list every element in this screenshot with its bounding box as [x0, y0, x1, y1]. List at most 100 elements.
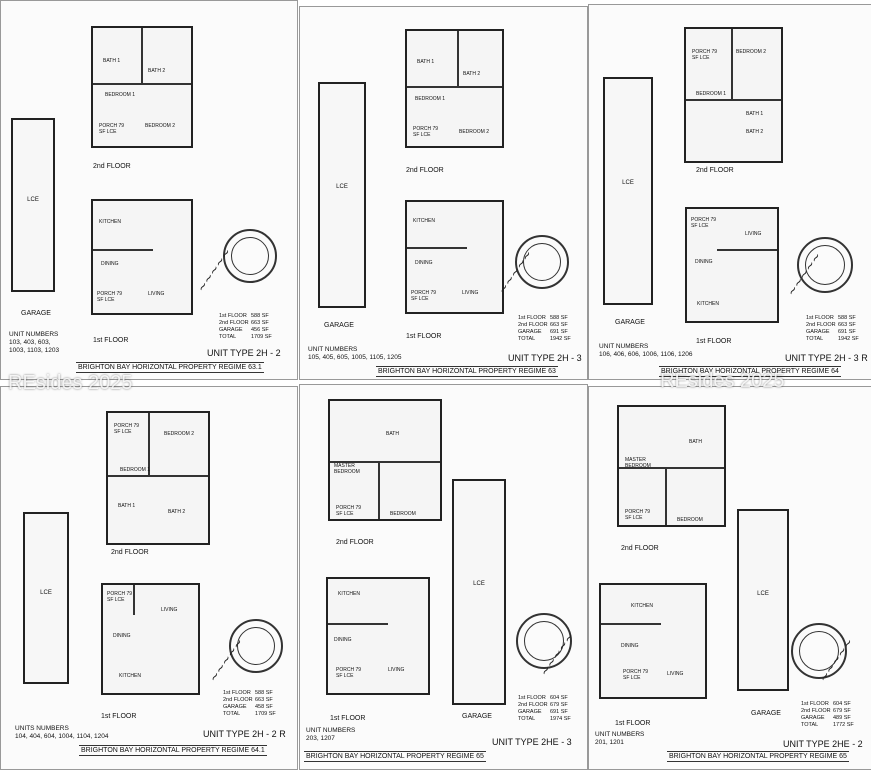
first-floor-label: 1st FLOOR [696, 338, 732, 345]
garage-label: GARAGE [462, 713, 492, 720]
room-bedroom-1: BEDROOM 1 [120, 467, 151, 473]
unit-numbers: UNIT NUMBERS 106, 406, 606, 1006, 1106, … [599, 343, 693, 359]
unit-numbers-list: 105, 405, 605, 1005, 1105, 1205 [308, 354, 402, 361]
room-dining: DINING [334, 637, 352, 643]
regime-title: BRIGHTON BAY HORIZONTAL PROPERTY REGIME … [76, 362, 264, 373]
first-floor-plan: KITCHEN DINING LIVING PORCH 79 SF LCE [91, 199, 193, 315]
architect-seal [223, 229, 277, 283]
room-bedroom: BEDROOM [677, 517, 703, 523]
room-bath-1: BATH 1 [746, 111, 764, 117]
garage-label: GARAGE [751, 710, 781, 717]
room-dining: DINING [113, 633, 131, 639]
unit-numbers-list: 203, 1207 [306, 735, 335, 742]
sheet-unit-2h-2r: PORCH 79 SF LCE BEDROOM 2 BEDROOM 1 BATH… [0, 386, 298, 770]
garage-lce-outline: LCE [603, 77, 653, 305]
first-floor-plan: PORCH 79 SF LCE LIVING DINING KITCHEN [685, 207, 779, 323]
room-bedroom-2: BEDROOM 2 [145, 123, 176, 129]
garage-lce-outline: LCE [737, 509, 789, 691]
room-bath-2: BATH 2 [168, 509, 186, 515]
room-kitchen: KITCHEN [338, 591, 360, 597]
unit-numbers: UNIT NUMBERS 203, 1207 [306, 727, 355, 743]
room-bath-2: BATH 2 [746, 129, 764, 135]
room-bath-1: BATH 1 [118, 503, 136, 509]
lce-label: LCE [336, 183, 348, 190]
unit-numbers: UNITS NUMBERS 104, 404, 604, 1004, 1104,… [15, 725, 109, 741]
room-kitchen: KITCHEN [697, 301, 719, 307]
room-living: LIVING [462, 290, 479, 296]
room-porch: PORCH 79 SF LCE [411, 290, 437, 302]
room-kitchen: KITCHEN [119, 673, 141, 679]
second-floor-plan: BEDROOM 1 BEDROOM 2 BATH 1 BATH 2 PORCH … [405, 29, 504, 148]
room-bedroom-1: BEDROOM 1 [696, 91, 727, 97]
room-bath: BATH [689, 439, 702, 445]
room-living: LIVING [667, 671, 684, 677]
architect-seal [797, 237, 853, 293]
first-floor-plan: KITCHEN DINING LIVING PORCH 79 SF LCE [405, 200, 504, 314]
unit-numbers-title: UNIT NUMBERS [595, 731, 645, 738]
second-floor-plan: MASTER BEDROOM BEDROOM BATH PORCH 79 SF … [328, 399, 442, 521]
second-floor-label: 2nd FLOOR [696, 167, 734, 174]
unit-type: UNIT TYPE 2HE - 2 [783, 739, 863, 749]
unit-type: UNIT TYPE 2H - 3 [508, 353, 582, 363]
room-bedroom-1: BEDROOM 1 [105, 92, 136, 98]
second-floor-label: 2nd FLOOR [93, 163, 131, 170]
architect-seal [516, 613, 572, 669]
room-dining: DINING [415, 260, 433, 266]
room-living: LIVING [148, 291, 165, 297]
first-floor-plan: KITCHEN DINING LIVING PORCH 79 SF LCE [326, 577, 430, 695]
second-floor-label: 2nd FLOOR [111, 549, 149, 556]
garage-lce-outline: LCE [11, 118, 55, 292]
first-floor-label: 1st FLOOR [93, 337, 129, 344]
room-kitchen: KITCHEN [99, 219, 121, 225]
room-porch: PORCH 79 SF LCE [625, 509, 651, 521]
unit-numbers-title: UNIT NUMBERS [306, 727, 356, 734]
sheet-unit-2he-2: MASTER BEDROOM BEDROOM BATH PORCH 79 SF … [588, 386, 871, 770]
sheet-unit-2he-3: MASTER BEDROOM BEDROOM BATH PORCH 79 SF … [299, 384, 588, 770]
second-floor-label: 2nd FLOOR [406, 167, 444, 174]
unit-numbers-title: UNIT NUMBERS [9, 331, 59, 338]
sheet-unit-2h-3r: PORCH 79 SF LCE BEDROOM 2 BEDROOM 1 BATH… [588, 4, 871, 380]
garage-lce-outline: LCE [452, 479, 506, 705]
room-porch: PORCH 79 SF LCE [692, 49, 718, 61]
room-bedroom-1: BEDROOM 1 [415, 96, 446, 102]
regime-title: BRIGHTON BAY HORIZONTAL PROPERTY REGIME … [376, 366, 558, 377]
room-porch: PORCH 79 SF LCE [97, 291, 123, 303]
first-floor-plan: KITCHEN DINING LIVING PORCH 79 SF LCE [599, 583, 707, 699]
room-living: LIVING [745, 231, 762, 237]
first-floor-plan: PORCH 79 SF LCE LIVING DINING KITCHEN [101, 583, 200, 695]
room-bedroom: BEDROOM [390, 511, 416, 517]
lce-label: LCE [27, 196, 39, 203]
second-floor-label: 2nd FLOOR [621, 545, 659, 552]
room-bath-2: BATH 2 [148, 68, 166, 74]
room-bath: BATH [386, 431, 399, 437]
second-floor-plan: MASTER BEDROOM BEDROOM BATH PORCH 79 SF … [617, 405, 726, 527]
room-porch: PORCH 79 SF LCE [623, 669, 649, 681]
architect-seal [229, 619, 283, 673]
unit-numbers-title: UNITS NUMBERS [15, 725, 69, 732]
unit-numbers-title: UNIT NUMBERS [599, 343, 649, 350]
regime-title: BRIGHTON BAY HORIZONTAL PROPERTY REGIME … [304, 751, 486, 762]
room-porch: PORCH 79 SF LCE [336, 667, 362, 679]
room-porch: PORCH 79 SF LCE [413, 126, 439, 138]
room-living: LIVING [388, 667, 405, 673]
